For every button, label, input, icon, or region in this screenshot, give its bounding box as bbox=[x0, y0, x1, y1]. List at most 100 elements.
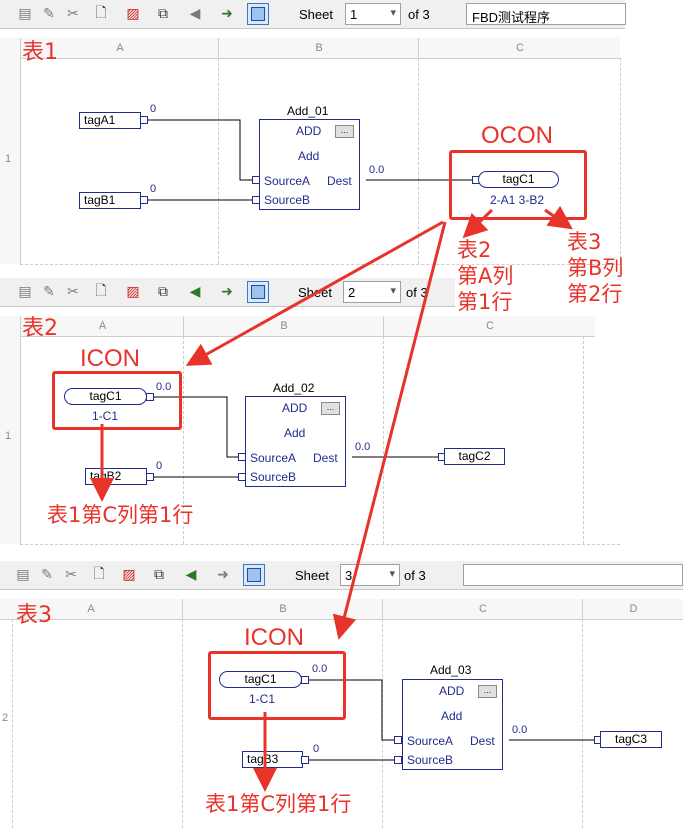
column-c: C bbox=[382, 599, 583, 619]
tag-name: tagB1 bbox=[84, 193, 116, 207]
input-value: 0.0 bbox=[312, 663, 328, 675]
edit-icon[interactable]: ✎ bbox=[41, 567, 53, 583]
delete-page-icon[interactable]: ▨ bbox=[122, 567, 136, 583]
note-line: 表2 bbox=[457, 238, 492, 262]
toolbar-sheet1: ▤ ✎ ✂ 🗋 ▨ ⧉ ◀ ➜ Sheet 1 ▾ of 3 FBD测试程序 bbox=[0, 0, 626, 29]
tools-icon[interactable]: ✂ bbox=[67, 284, 79, 300]
grid-view-icon[interactable] bbox=[243, 564, 265, 586]
edit-icon[interactable]: ✎ bbox=[43, 6, 55, 22]
chevron-down-icon[interactable]: ▾ bbox=[390, 284, 396, 297]
column-b: B bbox=[183, 316, 384, 336]
column-a: A bbox=[87, 603, 95, 615]
grid-list-icon[interactable]: ▤ bbox=[18, 6, 32, 22]
note-line: 第2行 bbox=[567, 282, 623, 306]
connector-pin bbox=[140, 116, 148, 124]
delete-page-icon[interactable]: ▨ bbox=[126, 284, 140, 300]
input-tag-a1[interactable]: tagA1 bbox=[79, 112, 141, 129]
row-number: 2 bbox=[2, 712, 9, 724]
block-properties-button[interactable]: ... bbox=[321, 402, 340, 415]
sheet-select[interactable]: 1 ▾ bbox=[345, 3, 401, 25]
icon-highlight-box-sheet2 bbox=[52, 371, 182, 430]
copy-page-icon[interactable]: ⧉ bbox=[158, 6, 168, 22]
arrow-to-sheet3-icon bbox=[332, 221, 447, 640]
column-b: B bbox=[182, 599, 383, 619]
block-subop: Add bbox=[284, 426, 306, 440]
grid-line bbox=[620, 58, 621, 264]
output-tag-c2[interactable]: tagC2 bbox=[444, 448, 505, 465]
tag-name: tagC3 bbox=[614, 732, 648, 746]
source-a-pin-label: SourceA bbox=[264, 174, 311, 188]
program-title-field[interactable]: FBD测试程序 bbox=[466, 3, 626, 25]
delete-page-icon[interactable]: ▨ bbox=[126, 6, 140, 22]
sheet-label: Sheet bbox=[299, 7, 333, 22]
dest-pin-label: Dest bbox=[470, 734, 495, 748]
note-line: 第1行 bbox=[457, 290, 513, 314]
connector-pin bbox=[140, 196, 148, 204]
block-properties-button[interactable]: ... bbox=[335, 125, 354, 138]
chevron-down-icon[interactable]: ▾ bbox=[389, 567, 395, 580]
source-b-pin-label: SourceB bbox=[264, 193, 311, 207]
icon-highlight-box-sheet3 bbox=[208, 651, 346, 720]
grid-line bbox=[12, 619, 13, 828]
source-a-pin-label: SourceA bbox=[250, 451, 297, 465]
connector-pin bbox=[146, 473, 154, 481]
source-b-pin-label: SourceB bbox=[407, 753, 454, 767]
connector-pin bbox=[252, 196, 260, 204]
column-header-sheet1: A B C bbox=[20, 38, 620, 59]
chevron-down-icon[interactable]: ▾ bbox=[390, 6, 396, 19]
copy-page-icon[interactable]: ⧉ bbox=[154, 567, 164, 583]
input-value: 0.0 bbox=[156, 381, 172, 393]
connector-pin bbox=[238, 453, 246, 461]
copy-page-icon[interactable]: ⧉ bbox=[158, 284, 168, 300]
block-op: ADD bbox=[439, 684, 465, 698]
new-page-icon[interactable]: 🗋 bbox=[93, 566, 105, 582]
sheet-label: Sheet bbox=[295, 568, 329, 583]
next-arrow-icon[interactable]: ➜ bbox=[221, 284, 233, 300]
next-arrow-icon[interactable]: ➜ bbox=[217, 567, 229, 583]
previous-arrow-icon[interactable]: ◀ bbox=[189, 6, 201, 22]
arrow-to-sheet2-note bbox=[462, 208, 494, 239]
connector-pin bbox=[301, 676, 309, 684]
row-header-sheet1 bbox=[0, 38, 21, 264]
block-properties-button[interactable]: ... bbox=[478, 685, 497, 698]
cross-reference: 1-C1 bbox=[249, 692, 276, 706]
tools-icon[interactable]: ✂ bbox=[67, 6, 79, 22]
new-page-icon[interactable]: 🗋 bbox=[95, 283, 107, 299]
grid-line bbox=[383, 336, 384, 544]
tools-icon[interactable]: ✂ bbox=[65, 567, 77, 583]
input-value: 0 bbox=[156, 460, 163, 472]
input-tag-b1[interactable]: tagB1 bbox=[79, 192, 141, 209]
tag-name: tagC1 bbox=[89, 389, 122, 403]
row-number: 1 bbox=[5, 153, 12, 165]
column-c: C bbox=[383, 316, 596, 336]
sheet-count: of 3 bbox=[408, 7, 430, 22]
tag-name: tagC1 bbox=[244, 672, 277, 686]
connector-pin bbox=[394, 756, 402, 764]
new-page-icon[interactable]: 🗋 bbox=[95, 5, 107, 21]
grid-view-icon[interactable] bbox=[247, 3, 269, 25]
note-line: 第B列 bbox=[567, 256, 624, 280]
source-a-pin-label: SourceA bbox=[407, 734, 454, 748]
output-value: 0.0 bbox=[355, 441, 371, 453]
add-function-block[interactable]: ADD ... Add SourceA Dest SourceB bbox=[245, 396, 346, 487]
sheet-select[interactable]: 2 ▾ bbox=[343, 281, 401, 303]
sheet1-label: 表1 bbox=[22, 40, 58, 65]
grid-list-icon[interactable]: ▤ bbox=[18, 284, 32, 300]
sheet2-label: 表2 bbox=[22, 316, 58, 341]
add-function-block[interactable]: ADD ... Add SourceA Dest SourceB bbox=[402, 679, 503, 770]
next-arrow-icon[interactable]: ➜ bbox=[221, 6, 233, 22]
note-sheet2: 表2 第A列 第1行 bbox=[457, 237, 513, 315]
grid-list-icon[interactable]: ▤ bbox=[16, 567, 30, 583]
input-tag-b3[interactable]: tagB3 bbox=[242, 751, 303, 768]
connector-pin bbox=[301, 756, 309, 764]
icon-input-tag[interactable]: tagC1 bbox=[219, 671, 302, 688]
previous-arrow-icon[interactable]: ◀ bbox=[189, 284, 201, 300]
icon-input-tag[interactable]: tagC1 bbox=[64, 388, 147, 405]
ocon-output-tag[interactable]: tagC1 bbox=[478, 171, 559, 188]
grid-view-icon[interactable] bbox=[247, 281, 269, 303]
add-function-block[interactable]: ADD ... Add SourceA Dest SourceB bbox=[259, 119, 360, 210]
edit-icon[interactable]: ✎ bbox=[43, 284, 55, 300]
sheet3-label: 表3 bbox=[16, 603, 52, 628]
output-tag-c3[interactable]: tagC3 bbox=[600, 731, 662, 748]
previous-arrow-icon[interactable]: ◀ bbox=[185, 567, 197, 583]
